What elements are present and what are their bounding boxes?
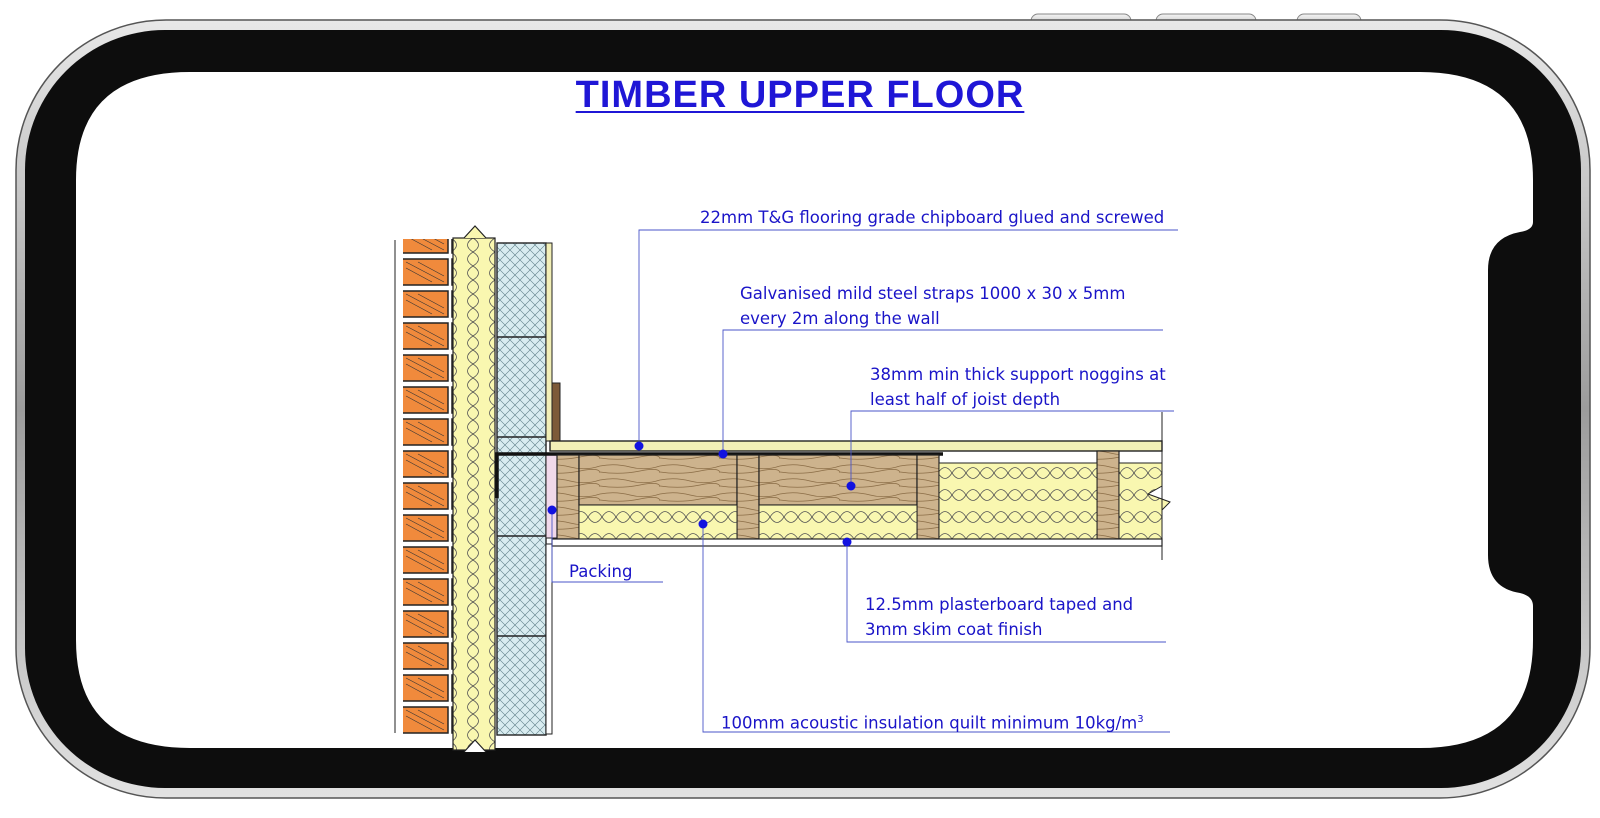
acoustic-quilt-3 xyxy=(938,462,1098,540)
dot-plasterboard xyxy=(842,537,852,547)
label-insulation-text: 100mm acoustic insulation quilt minimum … xyxy=(721,713,1138,733)
label-insulation-sup: 3 xyxy=(1137,714,1144,725)
brick-outer-leaf xyxy=(403,239,453,735)
noggin-2 xyxy=(758,454,918,506)
label-insulation: 100mm acoustic insulation quilt minimum … xyxy=(721,709,1144,735)
packing xyxy=(545,453,558,539)
acoustic-quilt-1 xyxy=(578,504,738,540)
dot-chipboard xyxy=(634,441,644,451)
label-noggins-2: least half of joist depth xyxy=(870,390,1061,409)
label-noggins-1: 38mm min thick support noggins at xyxy=(870,365,1166,384)
noggin-1 xyxy=(578,454,738,506)
plasterboard-ceiling xyxy=(551,538,1163,547)
dot-strap xyxy=(718,449,728,459)
page-title: TIMBER UPPER FLOOR xyxy=(0,74,1600,117)
joist-2 xyxy=(916,454,940,540)
acoustic-quilt-2 xyxy=(758,504,918,540)
phone-screen xyxy=(76,72,1533,748)
dot-quilt xyxy=(698,519,708,529)
annotation-dots xyxy=(547,441,856,547)
rim-joist xyxy=(556,454,580,540)
block-inner-leaf xyxy=(496,242,547,736)
label-straps-2: every 2m along the wall xyxy=(740,309,940,328)
annotation-leaders xyxy=(551,229,1178,733)
joist-3 xyxy=(1096,450,1120,540)
label-plasterboard-1: 12.5mm plasterboard taped and xyxy=(865,595,1134,614)
cavity-insulation xyxy=(452,237,496,751)
steel-strap xyxy=(495,452,943,498)
label-packing: Packing xyxy=(569,562,633,581)
label-chipboard: 22mm T&G flooring grade chipboard glued … xyxy=(700,208,1165,227)
title-text: TIMBER UPPER FLOOR xyxy=(575,74,1025,116)
label-straps-1: Galvanised mild steel straps 1000 x 30 x… xyxy=(740,284,1126,303)
construction-detail xyxy=(394,225,1171,753)
label-plasterboard-2: 3mm skim coat finish xyxy=(865,620,1043,639)
dot-noggin xyxy=(846,481,856,491)
joist-1 xyxy=(736,454,760,540)
dot-packing xyxy=(547,505,557,515)
